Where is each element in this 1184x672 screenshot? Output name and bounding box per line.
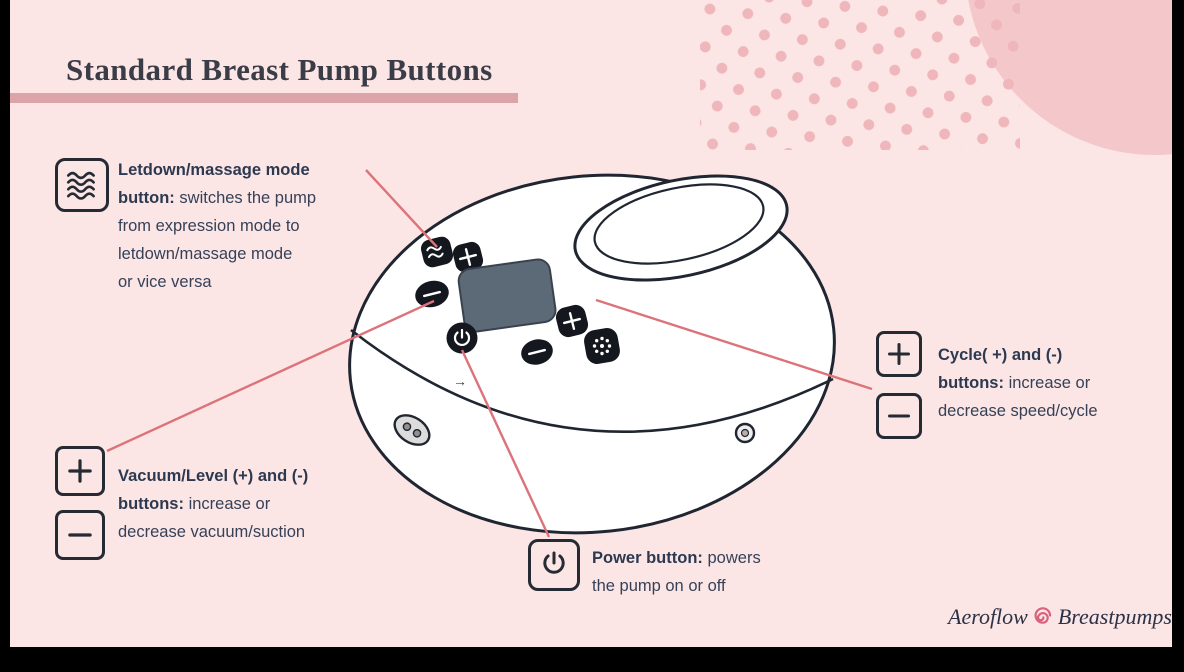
aeroflow-wordmark: Aeroflow xyxy=(948,604,1028,629)
title-underline xyxy=(10,93,518,103)
decor-dots xyxy=(700,0,1020,150)
cursor-arrow: → xyxy=(453,373,467,389)
letdown-massage-icon xyxy=(55,158,109,212)
power-callout-rest: powers the pump on or off xyxy=(592,549,761,595)
cycle-callout-rest: increase or decrease speed/cycle xyxy=(938,374,1098,420)
vacuum-callout-text: Vacuum/Level (+) and (-) buttons: increa… xyxy=(118,462,418,546)
letdown-callout-rest: switches the pump from expression mode t… xyxy=(118,189,317,291)
minus-icon xyxy=(68,533,92,537)
callout-line-cycle xyxy=(595,298,873,391)
vacuum-plus-icon xyxy=(55,446,105,496)
plus-icon xyxy=(888,343,910,365)
letdown-callout-bold: Letdown/massage mode button: xyxy=(118,161,310,207)
pump-mode-button xyxy=(584,328,620,364)
pump-lid-opening xyxy=(573,174,789,282)
cycle-callout-text: Cycle( +) and (-) buttons: increase or d… xyxy=(938,341,1168,425)
pump-port-left xyxy=(393,414,431,446)
pump-minus-button-left xyxy=(415,280,449,308)
power-icon-box xyxy=(528,539,580,591)
power-callout-bold: Power button: xyxy=(592,549,703,567)
breastpumps-wordmark: Breastpumps xyxy=(1057,604,1172,629)
power-icon xyxy=(543,551,565,574)
vacuum-minus-icon xyxy=(55,510,105,560)
wave-icon xyxy=(66,171,95,200)
plus-icon xyxy=(68,459,92,483)
brand-logo: Aeroflow Breastpumps xyxy=(948,604,1172,630)
cycle-minus-icon xyxy=(876,393,922,439)
page-title: Standard Breast Pump Buttons xyxy=(66,52,493,87)
cycle-callout-bold: Cycle( +) and (-) buttons: xyxy=(938,346,1063,392)
pump-power-button xyxy=(446,322,478,354)
pump-screen xyxy=(457,258,557,333)
pump-cycle-plus-button xyxy=(555,304,589,338)
slide-canvas: → Standard Breast Pump Buttons xyxy=(10,0,1172,647)
power-callout-text: Power button: powers the pump on or off xyxy=(592,544,832,600)
vacuum-callout-rest: increase or decrease vacuum/suction xyxy=(118,495,306,541)
pump-control-panel: → xyxy=(415,236,620,389)
callout-line-power xyxy=(460,349,551,538)
minus-icon xyxy=(888,414,910,418)
letdown-callout-text: Letdown/massage mode button: switches th… xyxy=(118,156,418,296)
swirl-icon xyxy=(1034,607,1051,624)
decor-circle xyxy=(968,0,1172,155)
pump-cycle-minus-button xyxy=(521,339,553,365)
cycle-plus-icon xyxy=(876,331,922,377)
callout-line-vacuum xyxy=(106,299,435,453)
pump-lid-opening-inner xyxy=(593,183,765,265)
pump-base-seam xyxy=(350,328,834,434)
vacuum-callout-bold: Vacuum/Level (+) and (-) buttons: xyxy=(118,467,309,513)
pump-port-right xyxy=(734,422,756,444)
pump-plus-button-top xyxy=(452,241,484,273)
pump-letdown-button xyxy=(420,236,454,268)
